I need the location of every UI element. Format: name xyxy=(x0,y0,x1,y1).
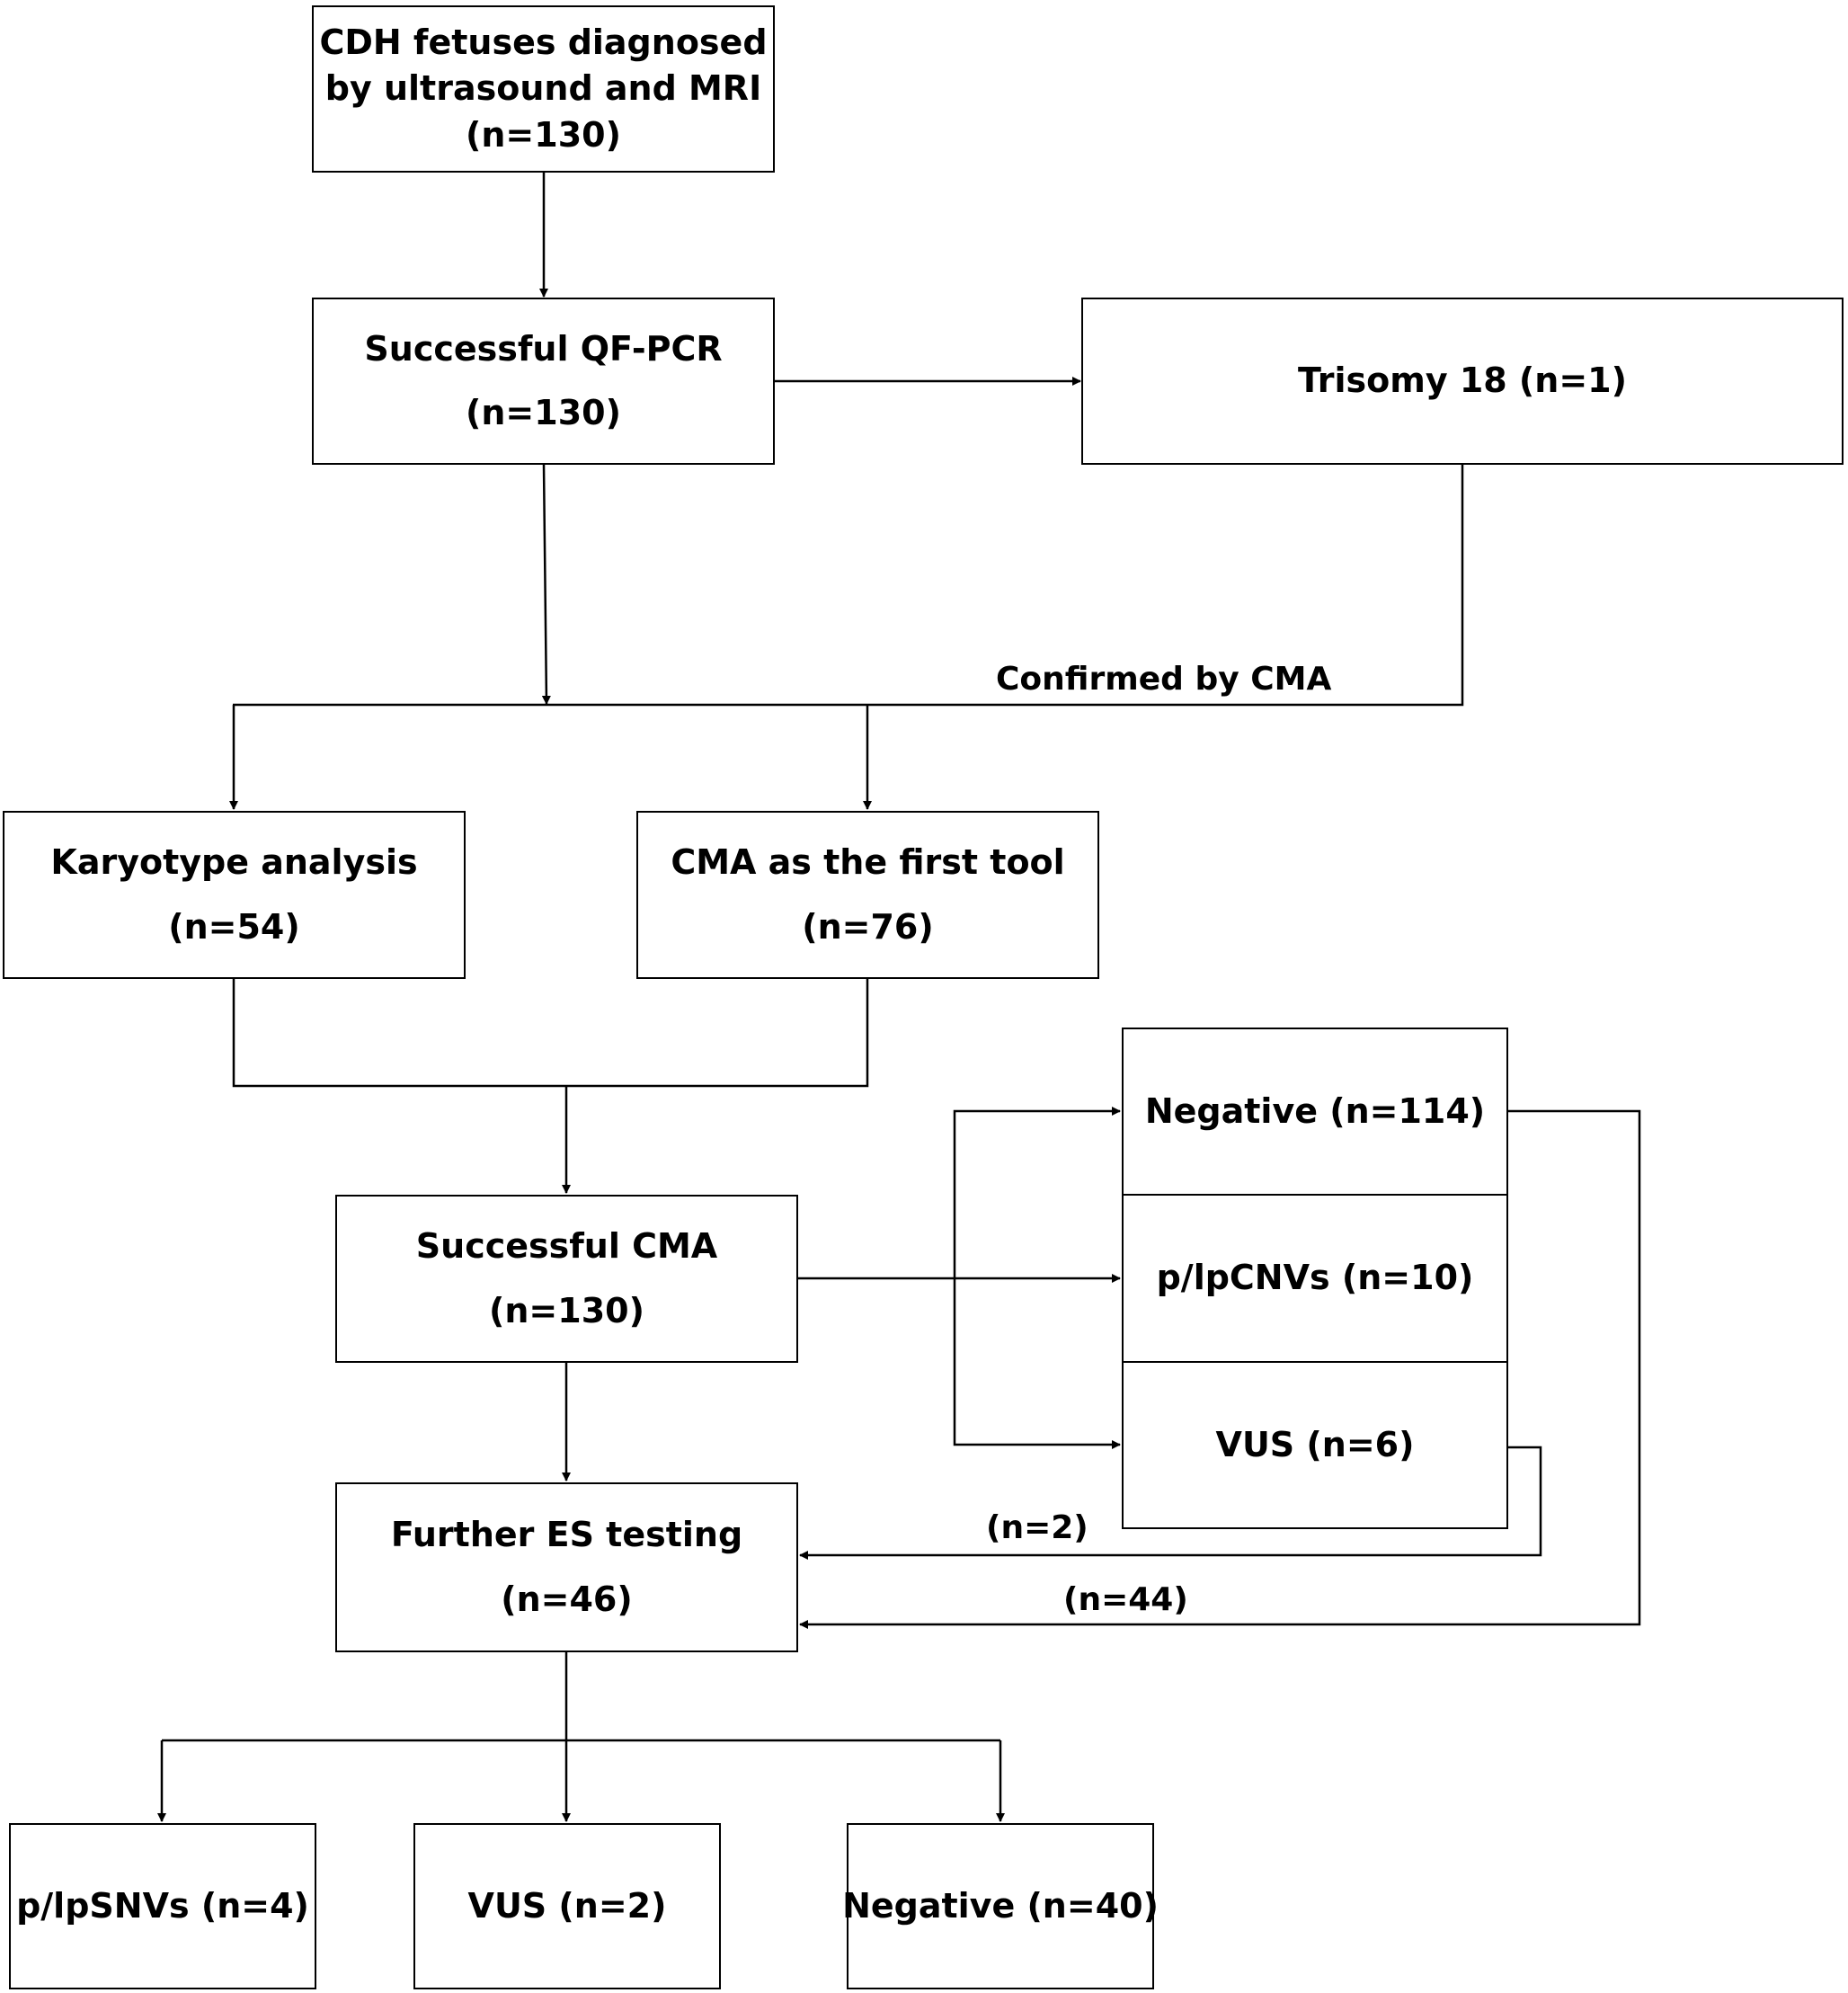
node-text: p/lpSNVs (n=4) xyxy=(16,1885,309,1926)
node-text: (n=130) xyxy=(489,1290,644,1330)
edge-qfpcr-to-split xyxy=(541,464,551,705)
negative-to-es-count-label: (n=44) xyxy=(1063,1581,1188,1618)
successful-cma-node: Successful CMA (n=130) xyxy=(335,1195,798,1363)
node-text: Further ES testing xyxy=(390,1515,743,1555)
edge-negative-to-es xyxy=(799,1109,1641,1629)
node-text: (n=54) xyxy=(168,906,300,947)
node-text: Successful CMA xyxy=(415,1226,718,1267)
edge-cma-to-negative xyxy=(953,1107,1121,1278)
node-text: CDH fetuses diagnosed xyxy=(319,22,768,63)
edge-trisomy-confirmed xyxy=(867,465,1464,707)
node-text: Karyotype analysis xyxy=(50,842,418,883)
node-text: Trisomy 18 (n=1) xyxy=(1297,360,1627,401)
cma-first-tool-node: CMA as the first tool (n=76) xyxy=(636,811,1099,979)
node-text: p/lpCNVs (n=10) xyxy=(1156,1258,1474,1298)
node-text: Negative (n=40) xyxy=(842,1885,1159,1926)
start-node: CDH fetuses diagnosed by ultrasound and … xyxy=(312,5,775,173)
cma-negative-node: Negative (n=114) xyxy=(1122,1028,1508,1196)
node-text: VUS (n=2) xyxy=(467,1885,667,1926)
node-text: VUS (n=6) xyxy=(1215,1424,1415,1464)
trisomy-18-node: Trisomy 18 (n=1) xyxy=(1081,298,1844,465)
karyotype-node: Karyotype analysis (n=54) xyxy=(3,811,466,979)
node-text: (n=76) xyxy=(802,906,934,947)
node-text: Negative (n=114) xyxy=(1144,1090,1486,1131)
es-plpsnvs-node: p/lpSNVs (n=4) xyxy=(9,1823,316,1989)
node-text: (n=46) xyxy=(501,1579,633,1619)
es-negative-node: Negative (n=40) xyxy=(842,1823,1159,1989)
node-text: (n=130) xyxy=(466,114,621,155)
vus-to-es-count-label: (n=2) xyxy=(986,1509,1088,1546)
es-vus-node: VUS (n=2) xyxy=(413,1823,721,1989)
further-es-testing-node: Further ES testing (n=46) xyxy=(335,1482,798,1652)
node-text: (n=130) xyxy=(466,393,621,432)
cma-plpcnvs-node: p/lpCNVs (n=10) xyxy=(1122,1194,1508,1363)
edge-cma-to-vus xyxy=(953,1278,1121,1449)
node-text: CMA as the first tool xyxy=(671,842,1065,883)
node-text: Successful QF-PCR xyxy=(364,328,723,369)
confirmed-by-cma-label: Confirmed by CMA xyxy=(996,661,1332,698)
node-text: by ultrasound and MRI xyxy=(324,68,762,109)
cma-vus-node: VUS (n=6) xyxy=(1122,1361,1508,1529)
edge-merge-branches xyxy=(232,979,869,1088)
edge-vus-to-es xyxy=(799,1446,1542,1560)
qfpcr-node: Successful QF-PCR (n=130) xyxy=(312,298,775,465)
